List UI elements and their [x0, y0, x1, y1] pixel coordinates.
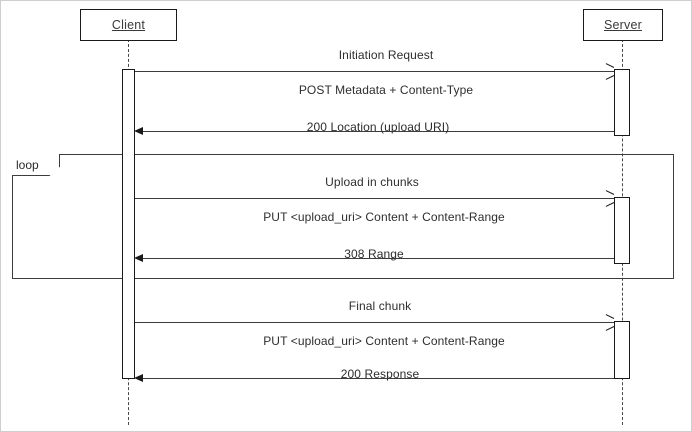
fragment-loop[interactable] [12, 154, 674, 279]
fragment-loop-tab: loop [12, 154, 60, 176]
participant-server-label: Server [603, 18, 643, 32]
message-label-initiation-request: Initiation Request [338, 48, 434, 62]
message-label-put-chunk: PUT <upload_uri> Content + Content-Range [263, 210, 505, 224]
activation-server-initiation [614, 69, 630, 136]
participant-client[interactable]: Client [80, 9, 177, 41]
message-label-post-metadata: POST Metadata + Content-Type [298, 83, 474, 97]
message-line-put-final-chunk [134, 322, 614, 323]
message-arrowhead-200-response [134, 374, 143, 382]
message-line-308-range [143, 258, 614, 259]
message-arrowhead-308-range [134, 254, 143, 262]
message-line-post-metadata [134, 71, 614, 72]
message-label-upload-in-chunks: Upload in chunks [325, 175, 419, 189]
message-label-final-chunk: Final chunk [348, 299, 412, 313]
activation-server-chunk [614, 197, 630, 264]
message-label-308-range: 308 Range [344, 247, 404, 261]
message-line-200-location [143, 131, 614, 132]
participant-server[interactable]: Server [583, 9, 663, 41]
activation-client [122, 69, 135, 379]
message-line-200-response [143, 378, 614, 379]
message-arrowhead-200-location [134, 127, 143, 135]
participant-client-label: Client [111, 18, 146, 32]
fragment-loop-operator: loop [16, 157, 39, 172]
message-line-put-chunk [134, 198, 614, 199]
message-label-put-final-chunk: PUT <upload_uri> Content + Content-Range [263, 334, 505, 348]
activation-server-final [614, 321, 630, 379]
message-label-200-response: 200 Response [340, 367, 420, 381]
message-label-200-location: 200 Location (upload URI) [306, 120, 450, 134]
